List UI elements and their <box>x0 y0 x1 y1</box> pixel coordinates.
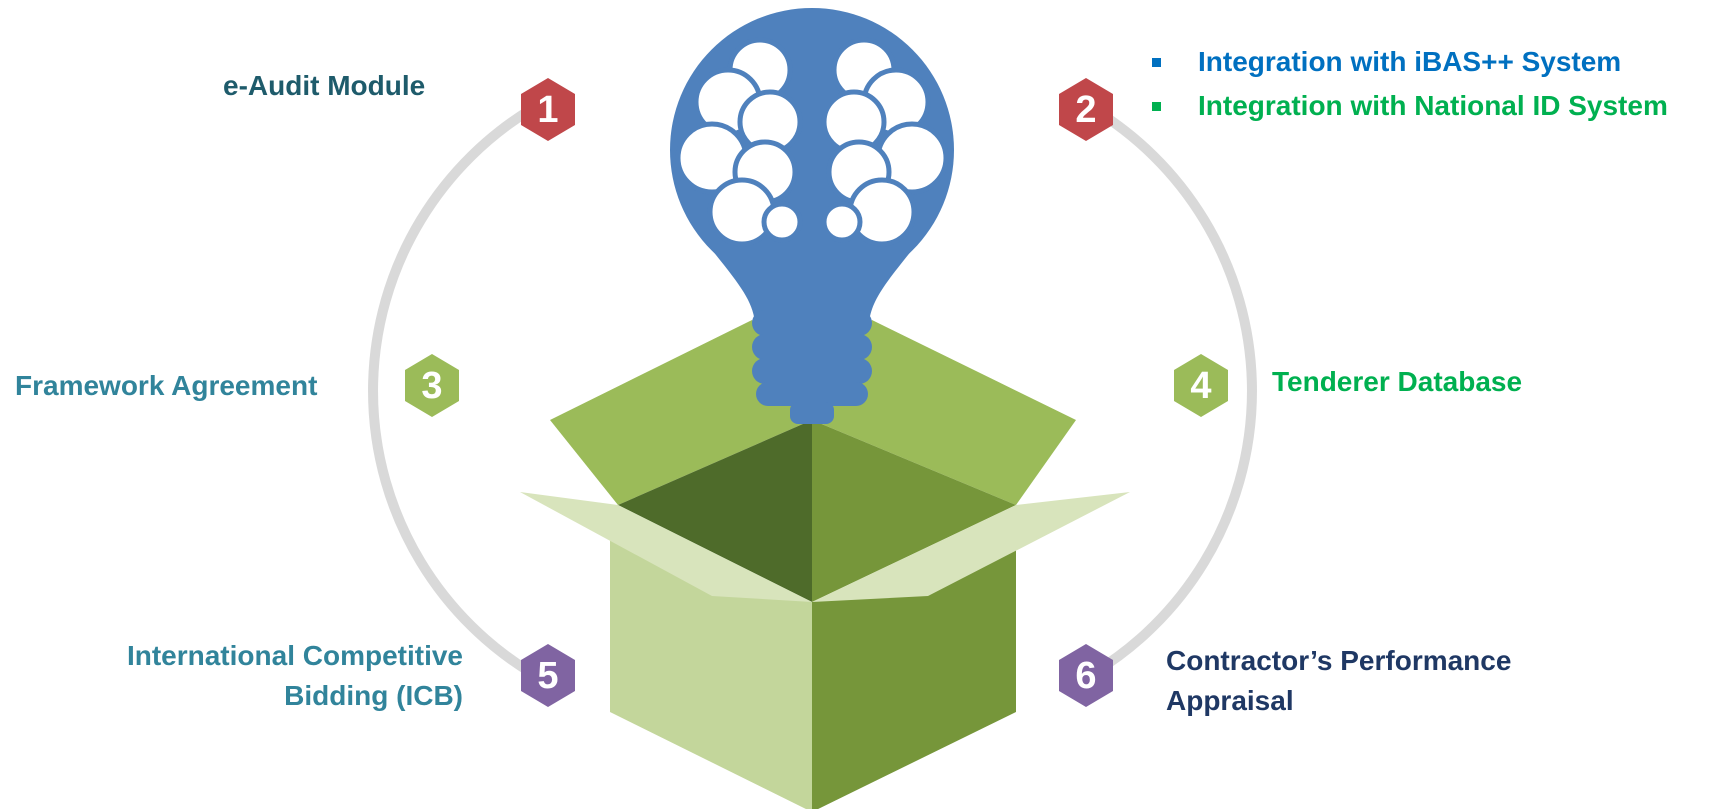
hex-number: 5 <box>537 655 558 697</box>
label-framework-agreement: Framework Agreement <box>15 370 318 401</box>
label-icb: International Competitive Bidding (ICB) <box>60 636 463 716</box>
label-contractor-line1: Contractor’s Performance <box>1166 645 1512 676</box>
square-bullet-icon <box>1152 57 1161 67</box>
hex-marker-1: 1 <box>521 78 575 141</box>
hex-marker-6: 6 <box>1059 644 1113 707</box>
hex-marker-5: 5 <box>521 644 575 707</box>
hex-marker-3: 3 <box>405 354 459 417</box>
label-contractor-line2: Appraisal <box>1166 685 1294 716</box>
integration-text: Integration with iBAS++ System <box>1198 46 1622 77</box>
integration-item-ibas: Integration with iBAS++ System <box>1150 40 1668 84</box>
hex-number: 3 <box>421 365 442 407</box>
square-bullet-icon <box>1152 101 1161 111</box>
hex-number: 2 <box>1075 89 1096 131</box>
hex-marker-2: 2 <box>1059 78 1113 141</box>
label-icb-line1: International Competitive <box>126 640 463 671</box>
label-contractor-appraisal: Contractor’s Performance Appraisal <box>1166 641 1511 721</box>
hex-marker-4: 4 <box>1174 354 1228 417</box>
integration-text: Integration with National ID System <box>1198 90 1668 121</box>
label-icb-line2: Bidding (ICB) <box>284 680 463 711</box>
brain-left <box>675 37 803 247</box>
label-tenderer-database: Tenderer Database <box>1272 366 1523 397</box>
integration-item-national-id: Integration with National ID System <box>1150 84 1668 128</box>
open-box-icon <box>520 320 1130 809</box>
label-e-audit-module: e-Audit Module <box>223 70 426 101</box>
hex-number: 1 <box>537 89 558 131</box>
left-arc <box>368 105 533 677</box>
hex-number: 6 <box>1075 655 1096 697</box>
integration-list: Integration with iBAS++ System Integrati… <box>1150 40 1668 128</box>
right-arc <box>1092 105 1257 677</box>
lightbulb-brain-icon <box>670 8 954 424</box>
brain-right <box>821 37 949 247</box>
hex-number: 4 <box>1190 365 1211 407</box>
